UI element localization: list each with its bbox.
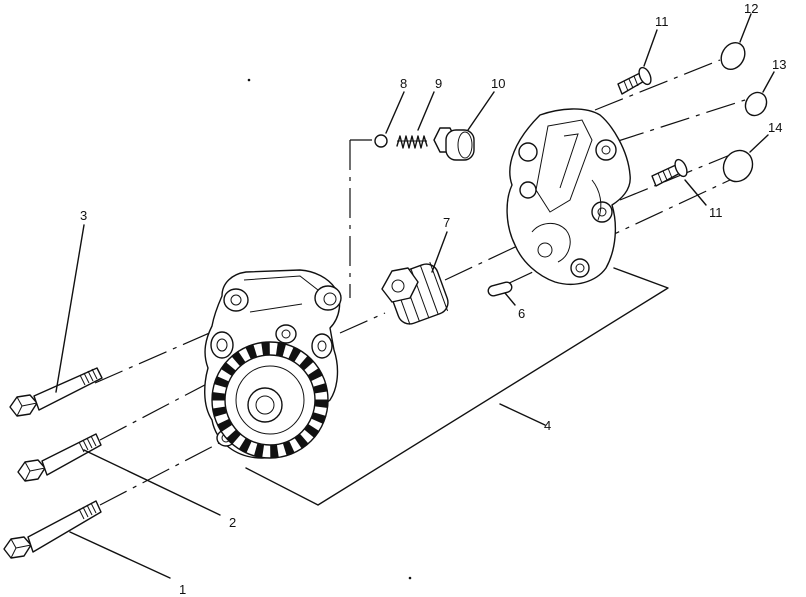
gear-tooth <box>299 355 315 371</box>
seal-12 <box>720 41 746 71</box>
cover-plate <box>506 108 631 286</box>
callout-1: 1 <box>179 582 186 597</box>
bolt-3 <box>9 367 103 417</box>
gear-tooth <box>304 424 320 439</box>
callout-11-upper: 11 <box>655 14 669 29</box>
callout-3: 3 <box>80 208 87 223</box>
gear-tooth <box>294 434 309 450</box>
callout-2: 2 <box>229 515 236 530</box>
callout-9: 9 <box>435 76 442 91</box>
gear-tooth <box>231 350 246 366</box>
callout-6: 6 <box>518 306 525 321</box>
callout-11-lower: 11 <box>709 205 723 220</box>
seal-14 <box>722 149 754 183</box>
gear-tooth <box>225 429 241 445</box>
callout-4: 4 <box>544 418 551 433</box>
screw-11-lower <box>651 158 688 187</box>
gear-tooth <box>313 383 328 394</box>
callout-12: 12 <box>744 1 758 16</box>
gear-tooth <box>311 412 327 425</box>
dowel-pin-6 <box>487 281 513 297</box>
gear-tooth <box>288 346 302 362</box>
gear-tooth <box>212 406 227 417</box>
callout-14: 14 <box>768 120 782 135</box>
screw-11-upper <box>617 66 652 95</box>
gear-tooth <box>211 392 225 401</box>
gear-tooth <box>275 341 287 357</box>
callout-7: 7 <box>443 215 450 230</box>
relief-valve-ball-8 <box>374 134 388 148</box>
gear-tooth <box>308 367 324 381</box>
drive-gear-7 <box>381 261 449 325</box>
seal-13 <box>744 91 768 117</box>
bolt-1 <box>3 500 102 559</box>
gear-tooth <box>270 444 279 459</box>
gear-tooth <box>315 399 329 408</box>
gear-tooth <box>253 443 265 459</box>
gear-tooth <box>220 361 236 376</box>
gear-tooth <box>216 419 232 433</box>
gear-tooth <box>238 438 252 454</box>
gear-tooth <box>245 343 258 359</box>
callout-8: 8 <box>400 76 407 91</box>
scan-specks <box>247 78 412 580</box>
bolt-2 <box>17 433 102 482</box>
pump-housing <box>204 269 342 459</box>
gear-tooth <box>213 375 229 388</box>
callout-10: 10 <box>491 76 505 91</box>
gear-tooth <box>261 341 270 356</box>
callout-13: 13 <box>772 57 786 72</box>
relief-valve-spring-9 <box>396 135 428 149</box>
leader-lines <box>55 13 775 579</box>
callout-labels: 3 2 1 4 6 7 8 9 10 11 11 12 13 14 <box>80 1 786 597</box>
relief-valve-plug-10 <box>433 127 475 161</box>
gear-tooth <box>282 441 295 457</box>
